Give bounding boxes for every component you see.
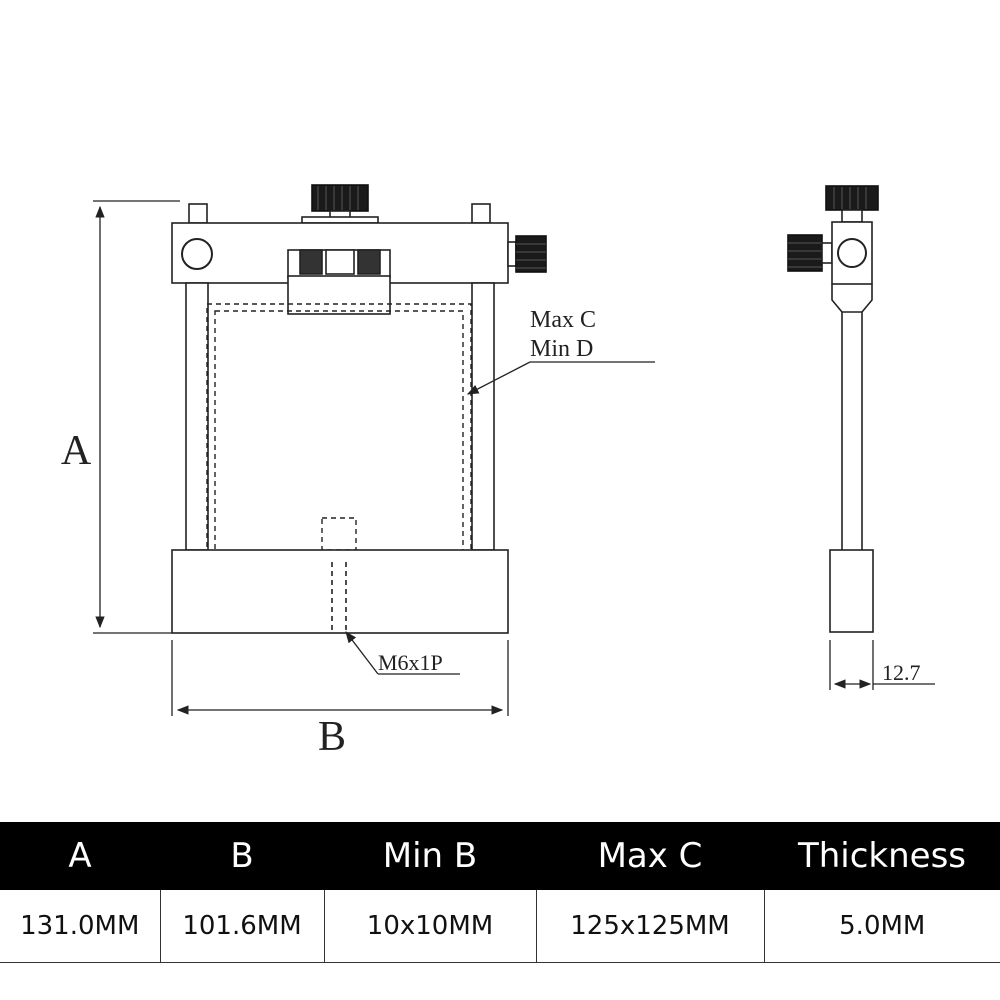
substrate-inner [214, 310, 464, 552]
spec-table-row: 131.0MM 101.6MM 10x10MM 125x125MM 5.0MM [0, 890, 1000, 963]
lock-screw-circle [181, 238, 213, 270]
value-min-b: 10x10MM [323, 890, 536, 963]
substrate-area [206, 303, 472, 563]
side-top-knob [825, 185, 879, 223]
side-knob [507, 235, 547, 273]
value-b: 101.6MM [159, 890, 324, 963]
value-a: 131.0MM [0, 890, 160, 963]
clamp-block [287, 249, 391, 315]
top-knob [301, 184, 379, 224]
base-block [171, 549, 509, 634]
dimension-thickness-label: 12.7 [882, 660, 921, 685]
callout-thread: M6x1P [378, 650, 443, 675]
left-rod [185, 282, 209, 551]
spec-table-header-row: A B Min B Max C Thickness [0, 822, 1000, 890]
callout-min-d: Min D [530, 336, 593, 362]
dimension-b [171, 640, 509, 716]
callout-leader-cd [466, 361, 655, 395]
right-rod [471, 282, 495, 551]
header-max-c: Max C [536, 822, 764, 890]
dimension-b-label: B [318, 714, 346, 760]
value-max-c: 125x125MM [535, 890, 764, 963]
locating-pin-hidden [321, 517, 357, 551]
dimension-thickness [829, 640, 935, 690]
side-screw-circle [837, 238, 867, 268]
side-left-knob [787, 234, 833, 272]
header-thickness: Thickness [764, 822, 1000, 890]
side-base-block [829, 549, 874, 633]
header-a: A [0, 822, 160, 890]
side-view [787, 185, 879, 633]
value-thickness: 5.0MM [763, 890, 1000, 963]
header-b: B [160, 822, 324, 890]
callout-leader-thread [345, 631, 460, 675]
callout-max-c: Max C [530, 307, 596, 333]
right-pin [471, 203, 491, 224]
dimension-a [93, 200, 180, 634]
technical-drawing: A B Max C Min D M6x1P [61, 184, 935, 760]
spec-table: A B Min B Max C Thickness 131.0MM 101.6M… [0, 822, 1000, 963]
left-pin [188, 203, 208, 224]
side-clamp-jaw [831, 284, 873, 550]
header-min-b: Min B [324, 822, 536, 890]
front-view [171, 184, 547, 634]
dimension-a-label: A [61, 428, 92, 474]
